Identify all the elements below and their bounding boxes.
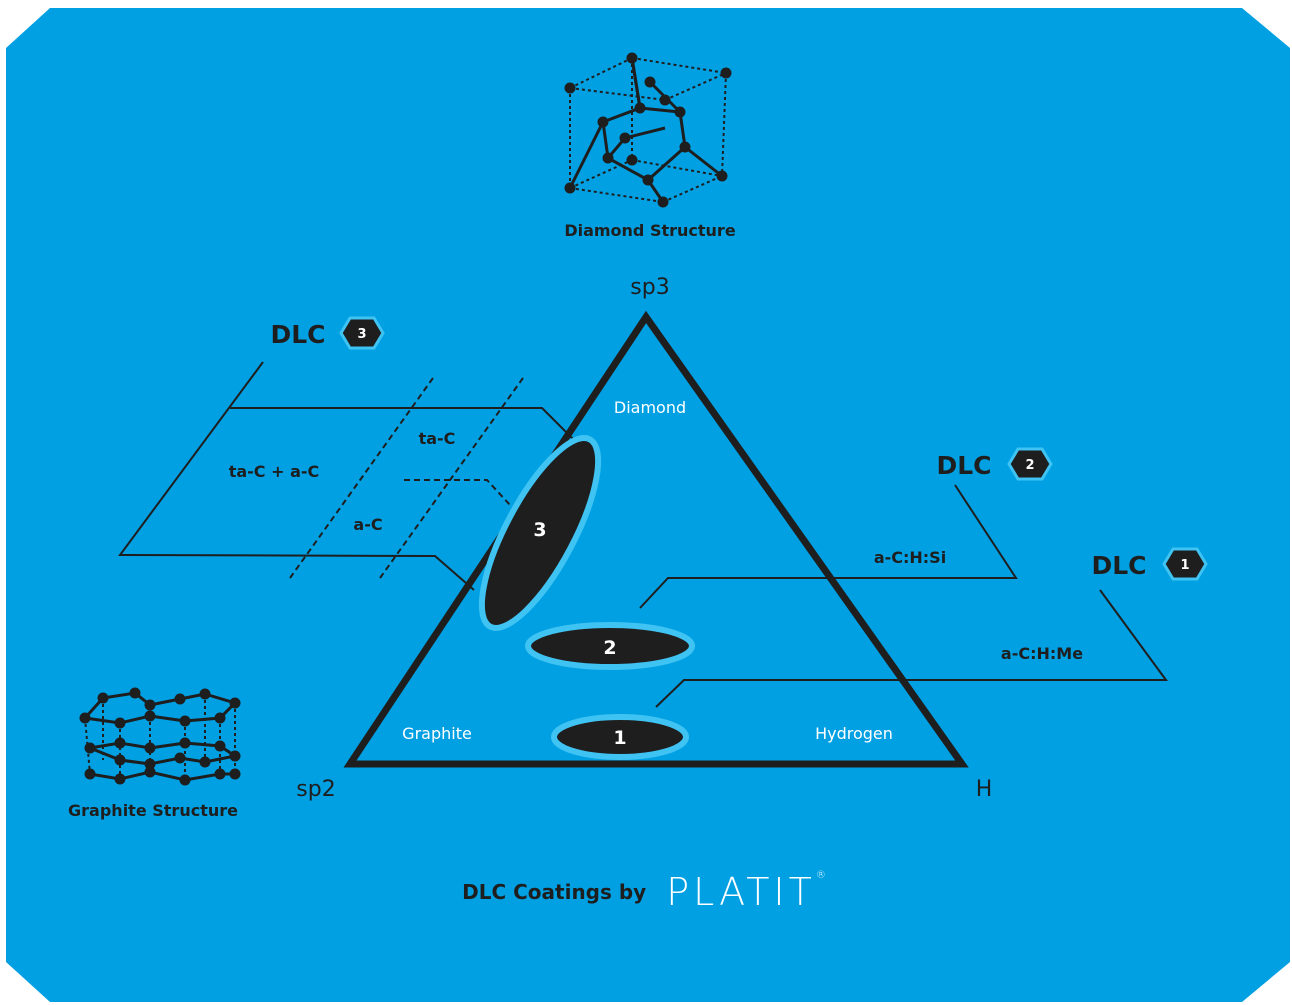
dlc1-heading: DLC 1 (1091, 547, 1208, 581)
zone-2-label: 2 (603, 637, 616, 659)
zone-1-label: 1 (613, 727, 626, 749)
zone-2: 2 (525, 622, 695, 670)
diamond-structure-icon (564, 52, 732, 208)
dlc1-badge (1162, 547, 1208, 581)
region-graphite: Graphite (402, 724, 472, 743)
dlc1-subtype: a-C:H:Me (1001, 644, 1083, 663)
vertex-sp3: sp3 (630, 275, 669, 300)
zone-1: 1 (551, 714, 689, 760)
dlc2-heading: DLC 2 (936, 447, 1053, 481)
footer: DLC Coatings by PLATIT® (0, 862, 1292, 922)
zone-3-label: 3 (533, 519, 546, 541)
dlc1-leader (655, 589, 1168, 708)
footer-text: DLC Coatings by (462, 880, 647, 904)
zone-3: 3 (478, 435, 602, 631)
vertex-h: H (976, 777, 993, 802)
dlc2-title: DLC (936, 451, 991, 480)
dlc3-subtype-ac: a-C (353, 515, 382, 534)
dlc1-badge-number: 1 (1180, 558, 1189, 573)
graphite-structure-label: Graphite Structure (68, 801, 238, 820)
graphite-structure-icon (79, 687, 241, 786)
region-hydrogen: Hydrogen (815, 724, 893, 743)
diamond-structure-label: Diamond Structure (564, 221, 736, 240)
dlc3-subtype-tac: ta-C (419, 429, 456, 448)
dlc3-subtype-tac-ac: ta-C + a-C (229, 462, 320, 481)
registered-mark: ® (815, 870, 830, 881)
vertex-sp2: sp2 (296, 777, 335, 802)
dlc2-leader (639, 484, 1018, 609)
dlc1-title: DLC (1091, 551, 1146, 580)
region-diamond: Diamond (614, 398, 686, 417)
dlc2-badge (1007, 447, 1053, 481)
dlc3-badge (339, 316, 385, 350)
dlc2-subtype: a-C:H:Si (874, 548, 946, 567)
dlc2-badge-number: 2 (1025, 458, 1034, 473)
dlc3-heading: DLC 3 (270, 316, 385, 350)
dlc3-title: DLC (270, 320, 325, 349)
dlc3-badge-number: 3 (357, 327, 366, 342)
platit-logo-text: PLATIT (666, 870, 816, 914)
platit-logo: PLATIT® (666, 870, 830, 914)
background-panel (6, 8, 1290, 1002)
